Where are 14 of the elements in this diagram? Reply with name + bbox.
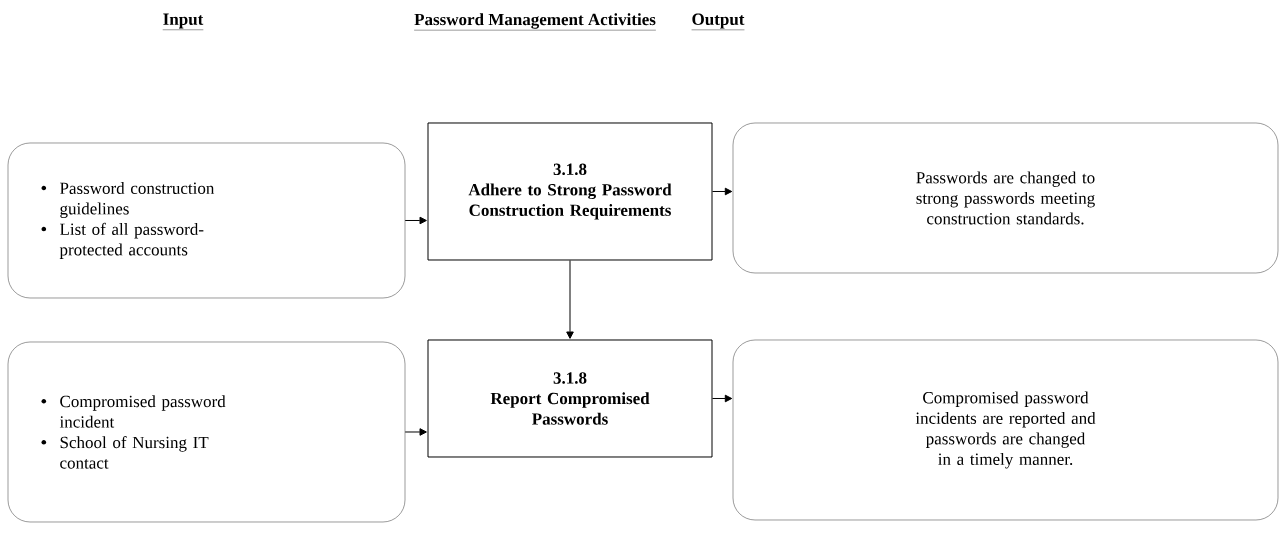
arrow	[712, 187, 733, 196]
arrow	[404, 428, 427, 436]
output-box: Compromised password incidents are reported and passwords are changed in a timely manner.	[732, 339, 1279, 521]
output-box: Passwords are changed to strong passwords meeting construction standards.	[732, 122, 1279, 274]
process-box: 3.1.8 Adhere to Strong Password Construction Requirements	[427, 122, 713, 261]
column-heading: Input	[162, 13, 204, 30]
arrow	[404, 216, 427, 225]
input-box: Password construction guidelines List of all password-protected accounts	[7, 142, 406, 299]
input-box: Compromised password incident School of Nursing IT contact	[7, 341, 406, 523]
column-heading: Password Management Activities	[413, 13, 657, 31]
arrow	[712, 394, 733, 403]
process-box: 3.1.8 Report Compromised Passwords	[427, 339, 713, 458]
arrow	[566, 260, 574, 339]
column-heading: Output	[691, 13, 745, 31]
